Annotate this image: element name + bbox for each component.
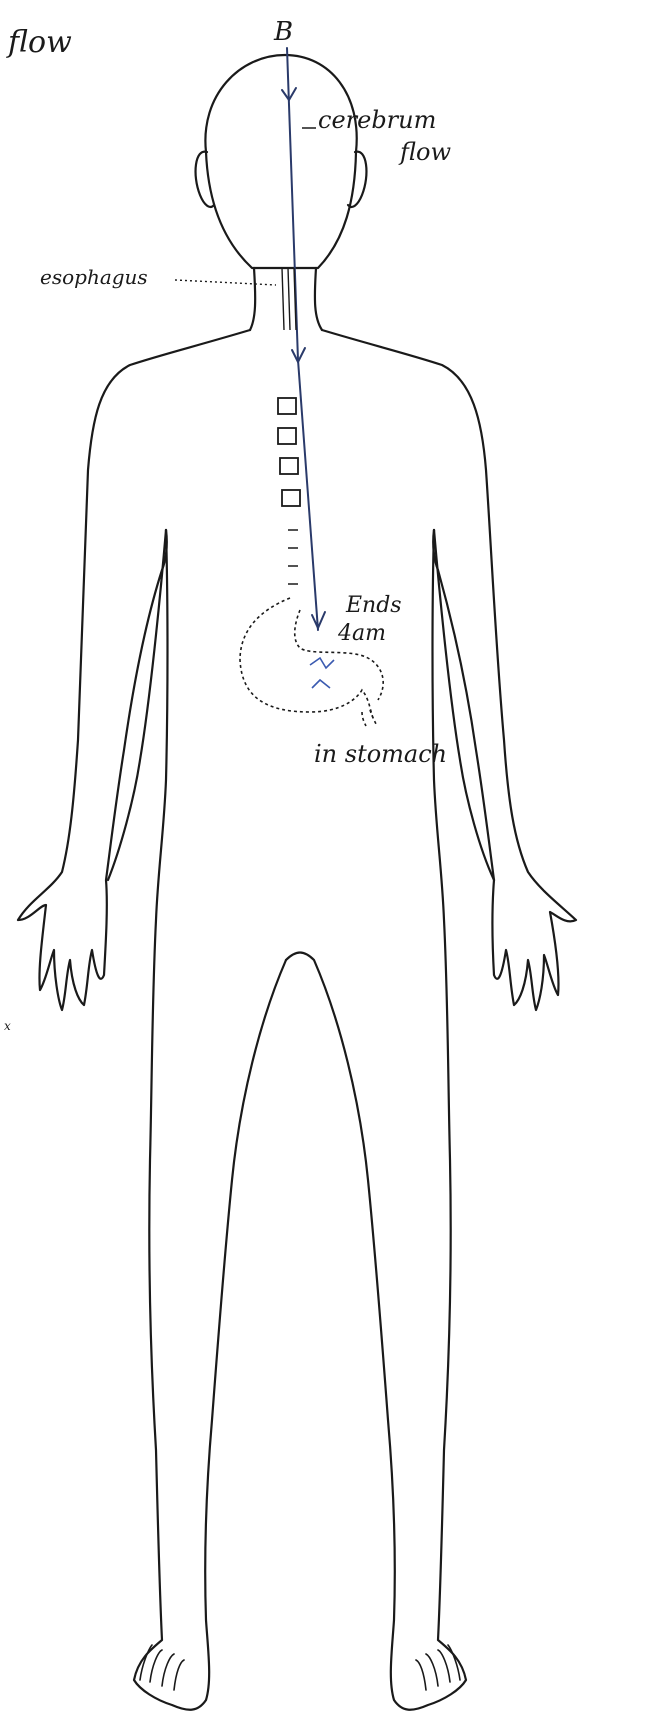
flow-arrow-3	[312, 612, 325, 628]
stomach-tail	[362, 710, 376, 726]
vertebra-dashes	[288, 530, 298, 584]
ends-time-label: 4am	[337, 621, 386, 646]
right-toes	[416, 1645, 460, 1690]
esophagus-label: esophagus	[40, 265, 148, 289]
vertebra-1	[278, 398, 296, 414]
neck-left	[250, 268, 255, 330]
flow-line-path	[287, 48, 318, 630]
left-arm-outline	[18, 330, 250, 1010]
body-outline	[18, 55, 576, 1710]
stray-mark: x	[4, 1019, 11, 1033]
flow-line	[282, 48, 325, 630]
torso-right	[286, 530, 466, 1710]
left-toes	[140, 1645, 184, 1690]
vertebra-3	[280, 458, 298, 474]
top-letter-label: B	[273, 17, 293, 47]
right-inner-arm	[434, 530, 494, 880]
vertebra-2	[278, 428, 296, 444]
neck-right	[315, 268, 322, 330]
esophagus-marks	[175, 268, 296, 330]
vertebra-4	[282, 490, 300, 506]
head-outline	[205, 55, 356, 268]
vertebrae	[278, 398, 300, 584]
ends-label: Ends	[345, 593, 402, 618]
stomach-highlight	[310, 658, 334, 688]
right-arm-outline	[322, 330, 576, 1010]
esophagus-line-1	[282, 268, 284, 330]
corner-label: flow	[6, 25, 72, 60]
cerebrum-flow-label: flow	[398, 138, 451, 166]
stomach-scribble-2	[312, 680, 330, 688]
cerebrum-label: cerebrum	[318, 106, 436, 134]
esophagus-pointer	[175, 280, 276, 285]
torso-left	[134, 530, 286, 1710]
stomach-scribble-1	[310, 658, 334, 668]
left-ear	[196, 152, 214, 207]
esophagus-line-2	[288, 268, 290, 330]
stomach-label: in stomach	[314, 740, 447, 768]
